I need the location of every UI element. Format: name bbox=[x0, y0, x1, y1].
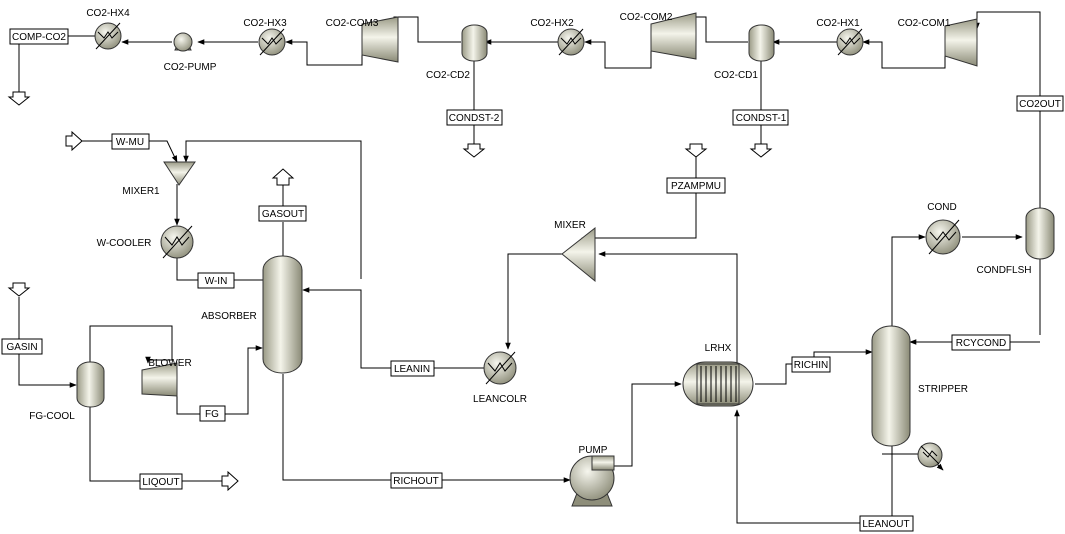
co2-cd2-drum[interactable] bbox=[461, 24, 488, 62]
svg-text:RICHIN: RICHIN bbox=[794, 360, 828, 371]
stream-rcycond[interactable]: RCYCOND bbox=[951, 334, 1011, 351]
pzampmu-feed-arrow bbox=[684, 143, 708, 158]
svg-text:CO2OUT: CO2OUT bbox=[1019, 99, 1061, 110]
stream-leanout[interactable]: LEANOUT bbox=[859, 515, 914, 532]
co2-pump-pump[interactable] bbox=[173, 32, 193, 52]
lrhx-exchanger[interactable] bbox=[682, 361, 754, 407]
fg-cool-drum[interactable] bbox=[76, 361, 105, 408]
co2-hx3-exchanger[interactable] bbox=[258, 28, 286, 56]
unit-labels: CO2-HX4 CO2-HX3 CO2-COM3 CO2-HX2 CO2-COM… bbox=[29, 8, 1031, 456]
unit-label-co2-pump: CO2-PUMP bbox=[164, 62, 217, 73]
co2-hx4-exchanger[interactable] bbox=[94, 22, 122, 50]
w-cooler-exchanger[interactable] bbox=[160, 225, 194, 259]
unit-label-fg-cool: FG-COOL bbox=[29, 411, 75, 422]
svg-text:GASOUT: GASOUT bbox=[262, 209, 304, 220]
feed-product-arrows bbox=[7, 91, 773, 492]
stream-richin[interactable]: RICHIN bbox=[791, 356, 831, 373]
blower-compressor[interactable] bbox=[141, 362, 178, 397]
unit-label-condflsh: CONDFLSH bbox=[976, 265, 1031, 276]
gasout-product-arrow bbox=[271, 168, 295, 186]
stream-w-mu[interactable]: W-MU bbox=[111, 133, 150, 150]
unit-label-blower: BLOWER bbox=[148, 358, 191, 369]
svg-text:PZAMPMU: PZAMPMU bbox=[671, 181, 721, 192]
stream-lines bbox=[18, 11, 1041, 524]
stream-w-in[interactable]: W-IN bbox=[197, 272, 235, 289]
co2-com3-compressor[interactable] bbox=[361, 16, 399, 63]
condst-2-product-arrow bbox=[462, 143, 486, 158]
svg-text:LEANIN: LEANIN bbox=[394, 364, 430, 375]
cond-exchanger[interactable] bbox=[925, 219, 961, 255]
co2-com2-compressor[interactable] bbox=[650, 12, 697, 60]
svg-text:COMP-CO2: COMP-CO2 bbox=[12, 32, 66, 43]
unit-label-stripper: STRIPPER bbox=[918, 384, 968, 395]
svg-text:CONDST-2: CONDST-2 bbox=[449, 113, 500, 124]
svg-text:CONDST-1: CONDST-1 bbox=[736, 113, 787, 124]
pump-pump[interactable] bbox=[569, 455, 615, 507]
mixer1-triangle[interactable] bbox=[163, 161, 196, 186]
stream-labels: COMP-CO2 CONDST-2 CONDST-1 CO2OUT W-MU G… bbox=[1, 28, 1064, 532]
unit-label-mixer1: MIXER1 bbox=[122, 186, 160, 197]
co2-hx1-exchanger[interactable] bbox=[836, 28, 864, 56]
liqout-product-arrow bbox=[221, 470, 239, 492]
unit-label-co2-cd1: CO2-CD1 bbox=[714, 70, 758, 81]
stream-condst-1[interactable]: CONDST-1 bbox=[732, 109, 789, 126]
stream-leanin[interactable]: LEANIN bbox=[390, 360, 435, 377]
stream-fg[interactable]: FG bbox=[199, 405, 226, 422]
svg-text:GASIN: GASIN bbox=[6, 342, 37, 353]
co2-com1-compressor[interactable] bbox=[944, 18, 978, 67]
svg-text:RICHOUT: RICHOUT bbox=[393, 476, 439, 487]
equipment bbox=[76, 12, 1055, 507]
unit-label-co2-hx1: CO2-HX1 bbox=[816, 18, 860, 29]
stream-liqout[interactable]: LIQOUT bbox=[139, 473, 183, 490]
unit-label-lrhx: LRHX bbox=[705, 343, 732, 354]
svg-text:W-IN: W-IN bbox=[205, 276, 228, 287]
unit-label-mixer: MIXER bbox=[554, 220, 586, 231]
svg-text:FG: FG bbox=[205, 409, 219, 420]
unit-label-co2-com3: CO2-COM3 bbox=[326, 18, 379, 29]
svg-text:W-MU: W-MU bbox=[116, 137, 144, 148]
unit-label-leancolr: LEANCOLR bbox=[473, 394, 527, 405]
unit-label-co2-cd2: CO2-CD2 bbox=[426, 70, 470, 81]
mixer-triangle[interactable] bbox=[561, 226, 596, 283]
stream-condst-2[interactable]: CONDST-2 bbox=[446, 109, 503, 126]
stripper-column[interactable] bbox=[871, 325, 911, 447]
stream-richout[interactable]: RICHOUT bbox=[390, 472, 443, 489]
unit-label-co2-hx4: CO2-HX4 bbox=[86, 8, 130, 19]
stream-gasout[interactable]: GASOUT bbox=[258, 205, 307, 222]
unit-label-absorber: ABSORBER bbox=[201, 311, 257, 322]
unit-label-co2-com2: CO2-COM2 bbox=[620, 12, 673, 23]
svg-text:LEANOUT: LEANOUT bbox=[862, 519, 909, 530]
stream-comp-co2[interactable]: COMP-CO2 bbox=[9, 28, 69, 45]
w-mu-feed-arrow bbox=[65, 130, 83, 152]
unit-label-co2-com1: CO2-COM1 bbox=[898, 18, 951, 29]
leancolr-exchanger[interactable] bbox=[483, 351, 517, 385]
absorber-column[interactable] bbox=[262, 255, 303, 374]
co2-hx2-exchanger[interactable] bbox=[557, 28, 585, 56]
gasin-feed-arrow bbox=[7, 282, 31, 297]
comp-co2-product-arrow bbox=[7, 91, 31, 106]
stream-co2out[interactable]: CO2OUT bbox=[1016, 95, 1064, 112]
unit-label-pump: PUMP bbox=[579, 445, 608, 456]
co2-cd1-drum[interactable] bbox=[748, 24, 775, 62]
stream-pzampmu[interactable]: PZAMPMU bbox=[666, 177, 726, 194]
reboiler-exchanger[interactable] bbox=[917, 442, 943, 468]
svg-text:RCYCOND: RCYCOND bbox=[956, 338, 1007, 349]
condflsh-drum[interactable] bbox=[1025, 207, 1055, 260]
unit-label-w-cooler: W-COOLER bbox=[97, 238, 152, 249]
condst-1-product-arrow bbox=[749, 143, 773, 158]
stream-gasin[interactable]: GASIN bbox=[1, 338, 43, 355]
unit-label-co2-hx3: CO2-HX3 bbox=[243, 18, 287, 29]
svg-text:LIQOUT: LIQOUT bbox=[142, 477, 179, 488]
unit-label-co2-hx2: CO2-HX2 bbox=[530, 18, 574, 29]
unit-label-cond: COND bbox=[927, 202, 956, 213]
